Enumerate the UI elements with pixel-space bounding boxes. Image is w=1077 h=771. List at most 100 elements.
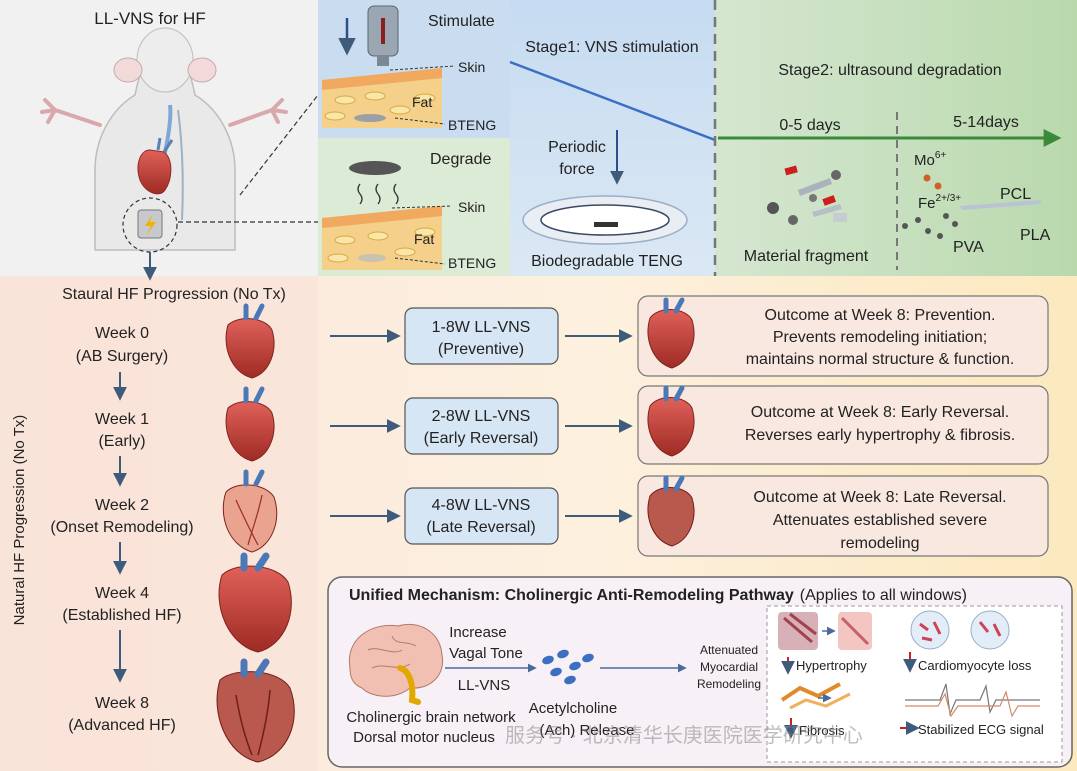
rat-illustration — [40, 27, 288, 251]
stimulate-skin-label: Skin — [458, 59, 485, 75]
mo-dot — [923, 174, 931, 182]
window-name: 2-8W LL-VNS — [432, 408, 531, 425]
implant-device-icon — [137, 209, 163, 239]
progression-title: Staural HF Progression (No Tx) — [62, 286, 286, 303]
pla-label: PLA — [1020, 227, 1051, 244]
attenuated-label-1: Attenuated — [700, 643, 758, 657]
acetylcholine-icon — [542, 649, 594, 685]
degrade-bteng-label: BTENG — [448, 255, 496, 271]
week-label: Week 1 — [95, 411, 149, 428]
material-fragment-label: Material fragment — [744, 248, 869, 265]
week-4-block: Week 4 (Established HF) — [62, 585, 181, 624]
attenuated-label-3: Remodeling — [697, 677, 761, 691]
stimulate-fat-label: Fat — [412, 94, 432, 110]
week-8-block: Week 8 (Advanced HF) — [68, 695, 176, 734]
ecg-label: Stabilized ECG signal — [918, 722, 1044, 737]
brain-icon — [348, 624, 444, 705]
increase-label: Increase — [449, 624, 507, 641]
pva-label: PVA — [953, 239, 984, 256]
stimulate-label: Stimulate — [428, 13, 495, 30]
outcome-box — [637, 295, 1049, 377]
hypertrophy-icon — [778, 612, 872, 650]
week-2-block: Week 2 (Onset Remodeling) — [50, 497, 193, 536]
outcome-line: Attenuates established severe — [773, 512, 987, 529]
ecg-trace — [905, 683, 1040, 718]
week-sub-label: (Established HF) — [62, 607, 181, 624]
outcome-line: Outcome at Week 8: Prevention. — [765, 307, 996, 324]
watermark-text: 服务号 · 北京清华长庚医院医学研究中心 — [505, 724, 863, 747]
window-sub: (Early Reversal) — [424, 430, 539, 447]
days-0-5-label: 0-5 days — [779, 117, 840, 134]
week-label: Week 8 — [95, 695, 149, 712]
ultrasound-probe — [349, 161, 401, 175]
window-box — [404, 397, 559, 455]
stimulator-probe — [367, 5, 399, 66]
hypertrophy-label: Hypertrophy — [796, 658, 867, 673]
fibrosis-icon — [780, 682, 851, 710]
mo-ion-label: Mo6+ — [914, 150, 946, 169]
week-0-block: Week 0 (AB Surgery) — [76, 325, 168, 365]
ach-label-2: (Ach) Release — [539, 722, 634, 739]
brain-label-1: Cholinergic brain network — [346, 709, 516, 726]
degrade-fat-label: Fat — [414, 231, 434, 247]
vagal-tone-label: Vagal Tone — [449, 645, 523, 662]
fe-ion-label: Fe2+/3+ — [918, 193, 961, 212]
window-row-2: 2-8W LL-VNS (Early Reversal) Outcome at … — [330, 385, 1049, 465]
zoom-line-top — [239, 94, 319, 196]
week-label: Week 2 — [95, 497, 149, 514]
heart-week-4-icon — [218, 552, 292, 653]
window-row-3: 4-8W LL-VNS (Late Reversal) Outcome at W… — [330, 475, 1049, 557]
tissue-layers-stimulate — [322, 68, 442, 128]
stage-divider-line — [509, 60, 716, 142]
window-box — [404, 487, 559, 545]
mo-dot — [934, 182, 942, 190]
fibrosis-label: Fibrosis — [799, 723, 845, 738]
outcome-line: Reverses early hypertrophy & fibrosis. — [745, 427, 1015, 444]
outcome-heart-icon — [647, 397, 695, 457]
week-sub-label: (Advanced HF) — [68, 717, 176, 734]
teng-label: Biodegradable TENG — [531, 253, 683, 270]
outcome-line: Outcome at Week 8: Early Reversal. — [751, 404, 1009, 421]
brain-label-2: Dorsal motor nucleus — [353, 729, 495, 746]
mechanism-title: Unified Mechanism: Cholinergic Anti-Remo… — [349, 587, 967, 604]
days-5-14-label: 5-14days — [953, 114, 1019, 131]
window-row-1: 1-8W LL-VNS (Preventive) Outcome at Week… — [330, 295, 1049, 377]
ach-label-1: Acetylcholine — [529, 700, 617, 717]
outcome-heart-icon — [647, 487, 695, 547]
window-box — [404, 307, 559, 365]
ultrasound-waves — [357, 183, 399, 205]
cardiomyocyte-loss-label: Cardiomyocyte loss — [918, 658, 1032, 673]
week-label: Week 0 — [95, 325, 149, 342]
outcome-line: Outcome at Week 8: Late Reversal. — [753, 489, 1006, 506]
week-sub-label: (AB Surgery) — [76, 348, 168, 365]
outcome-heart-icon — [647, 309, 695, 369]
window-name: 1-8W LL-VNS — [432, 319, 531, 336]
outcome-line: maintains normal structure & function. — [746, 351, 1015, 368]
cardiomyocyte-icon — [910, 610, 1010, 650]
heart-week-8-icon — [216, 658, 295, 763]
periodic-force-label-2: force — [559, 161, 595, 178]
periodic-force-label-1: Periodic — [548, 139, 606, 156]
degrade-skin-label: Skin — [458, 199, 485, 215]
outcome-line: remodeling — [840, 535, 919, 552]
progression-side-label: Natural HF Progression (No Tx) — [11, 415, 28, 626]
week-1-block: Week 1 (Early) — [95, 411, 149, 450]
llvns-label: LL-VNS — [458, 677, 511, 694]
stimulate-bteng-label: BTENG — [448, 117, 496, 133]
material-fragments — [767, 165, 847, 225]
stage1-title: Stage1: VNS stimulation — [525, 39, 698, 56]
heart-week-1-icon — [225, 386, 275, 462]
outcome-box — [637, 475, 1049, 557]
rat-panel-title: LL-VNS for HF — [94, 9, 205, 28]
fe-dots — [902, 213, 958, 239]
window-name: 4-8W LL-VNS — [432, 497, 531, 514]
attenuated-label-2: Myocardial — [700, 660, 758, 674]
pcl-fragment — [960, 200, 1042, 210]
tissue-layers-degrade — [322, 206, 442, 270]
window-sub: (Preventive) — [438, 341, 524, 358]
pcl-label: PCL — [1000, 186, 1031, 203]
window-sub: (Late Reversal) — [426, 519, 535, 536]
degrade-label: Degrade — [430, 151, 491, 168]
heart-week-0-icon — [225, 303, 275, 379]
